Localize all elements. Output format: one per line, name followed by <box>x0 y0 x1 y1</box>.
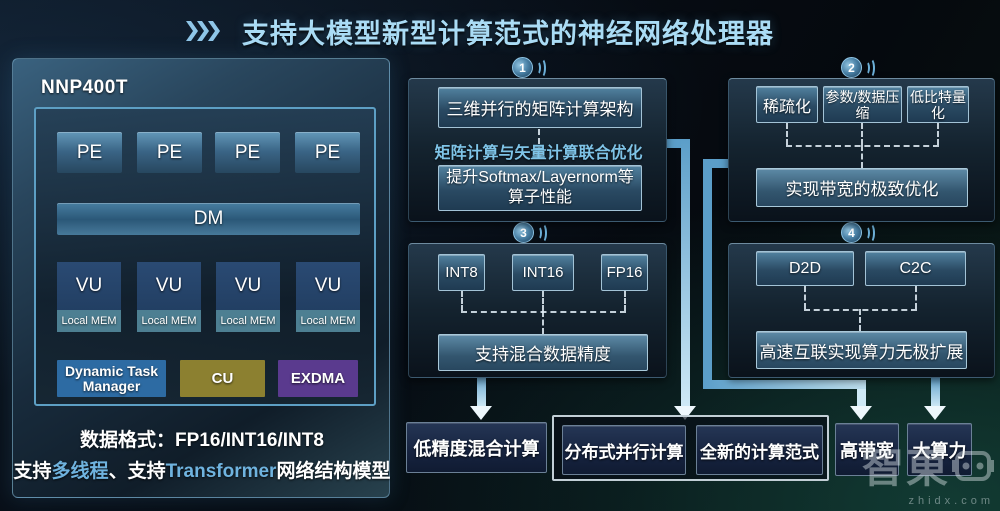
vu-unit: VU Local MEM <box>57 262 121 332</box>
arc-icon <box>537 57 546 78</box>
result-new-paradigm: 全新的计算范式 <box>696 425 823 475</box>
vu-unit: VU Local MEM <box>296 262 360 332</box>
badge-3: 3 <box>513 222 547 243</box>
dashed-arrowhead <box>534 152 544 159</box>
connector-4-arrowhead <box>924 406 946 420</box>
chip-note-formats: 数据格式：FP16/INT16/INT8 <box>80 430 324 451</box>
dynamic-task-manager-unit: Dynamic Task Manager <box>57 360 166 397</box>
vu-unit: VU Local MEM <box>216 262 280 332</box>
matrix-arch-box: 三维并行的矩阵计算架构 <box>438 87 642 128</box>
dashed-line <box>624 291 626 311</box>
dm-unit: DM <box>57 203 360 235</box>
result-low-precision: 低精度混合计算 <box>406 422 547 473</box>
pe-unit: PE <box>137 132 202 173</box>
chip-panel: NNP400T PE PE PE PE DM VU Local MEM VU L… <box>12 58 390 498</box>
chip-name: NNP400T <box>41 77 128 98</box>
robot-icon <box>952 450 994 481</box>
connector-1-line <box>681 139 690 407</box>
badge-4: 4 <box>841 222 875 243</box>
connector-2-elbow <box>703 380 866 389</box>
dashed-line <box>861 123 863 145</box>
result-bandwidth: 高带宽 <box>835 423 899 476</box>
vu-label: VU <box>296 262 360 310</box>
int16-box: INT16 <box>512 254 574 291</box>
vu-label: VU <box>216 262 280 310</box>
mixed-precision-box: 支持混合数据精度 <box>438 334 648 371</box>
section-1-panel: 三维并行的矩阵计算架构 矩阵计算与矢量计算联合优化 提升Softmax/Laye… <box>408 78 667 222</box>
fp16-box: FP16 <box>601 254 648 291</box>
pe-unit: PE <box>215 132 280 173</box>
local-mem-label: Local MEM <box>57 310 121 332</box>
interconnect-box: 高速互联实现算力无极扩展 <box>756 331 967 369</box>
result-compute: 大算力 <box>907 423 972 476</box>
connector-3-arrowhead <box>470 406 492 420</box>
dashed-line <box>542 311 544 334</box>
compression-box: 参数/数据压缩 <box>823 86 902 123</box>
vu-unit: VU Local MEM <box>137 262 201 332</box>
result-distributed: 分布式并行计算 <box>562 425 686 475</box>
cu-unit: CU <box>180 360 265 397</box>
page-title: 支持大模型新型计算范式的神经网络处理器 <box>242 18 774 49</box>
arc-icon <box>866 222 875 243</box>
badge-2: 2 <box>841 57 875 78</box>
dashed-line <box>861 145 863 168</box>
section-4-panel: D2D C2C 高速互联实现算力无极扩展 <box>728 243 995 378</box>
pe-unit: PE <box>295 132 360 173</box>
dashed-line <box>538 129 540 153</box>
dashed-line <box>461 291 463 311</box>
vu-label: VU <box>57 262 121 310</box>
pe-unit: PE <box>57 132 122 173</box>
exdma-unit: EXDMA <box>278 360 358 397</box>
d2d-box: D2D <box>756 251 854 286</box>
arc-icon <box>538 222 547 243</box>
local-mem-label: Local MEM <box>296 310 360 332</box>
title-bar: 支持大模型新型计算范式的神经网络处理器 <box>140 12 820 50</box>
section-3-panel: INT8 INT16 FP16 支持混合数据精度 <box>408 243 667 378</box>
local-mem-label: Local MEM <box>216 310 280 332</box>
badge-number: 1 <box>512 57 533 78</box>
triple-chevron-icon <box>186 21 220 41</box>
badge-number: 3 <box>513 222 534 243</box>
chip-inner-panel: PE PE PE PE DM VU Local MEM VU Local MEM… <box>34 107 376 406</box>
c2c-box: C2C <box>865 251 966 286</box>
watermark-brand: 智東 <box>861 444 950 491</box>
badge-number: 4 <box>841 222 862 243</box>
dashed-line <box>915 286 917 309</box>
sparsity-box: 稀疏化 <box>756 86 818 123</box>
connector-1-arm <box>664 139 686 148</box>
dashed-line <box>859 309 861 331</box>
dashed-line <box>786 123 788 145</box>
low-bit-box: 低比特量化 <box>907 86 969 123</box>
chip-note-support: 支持多线程、支持Transformer网络结构模型 <box>13 461 391 482</box>
dashed-line <box>542 291 544 311</box>
result-group: 分布式并行计算 全新的计算范式 <box>552 415 829 481</box>
connector-4-line <box>931 376 940 407</box>
arc-icon <box>866 57 875 78</box>
connector-3-line <box>477 372 486 407</box>
local-mem-label: Local MEM <box>137 310 201 332</box>
connector-2-arm <box>703 159 728 168</box>
softmax-box: 提升Softmax/Layernorm等算子性能 <box>438 165 642 211</box>
dashed-line <box>804 286 806 309</box>
badge-1: 1 <box>512 57 546 78</box>
connector-2-line <box>703 159 712 389</box>
joint-optimization-note: 矩阵计算与矢量计算联合优化 <box>434 145 643 162</box>
watermark-domain: zhidx.com <box>908 495 994 507</box>
bandwidth-optimization-box: 实现带宽的极致优化 <box>756 168 968 207</box>
int8-box: INT8 <box>438 254 485 291</box>
connector-2-arrowhead <box>850 406 872 420</box>
connector-2-stub <box>857 389 866 407</box>
dashed-line <box>937 123 939 145</box>
vu-label: VU <box>137 262 201 310</box>
badge-number: 2 <box>841 57 862 78</box>
watermark: 智東 zhidx.com <box>862 434 994 507</box>
section-2-panel: 稀疏化 参数/数据压缩 低比特量化 实现带宽的极致优化 <box>728 78 995 222</box>
